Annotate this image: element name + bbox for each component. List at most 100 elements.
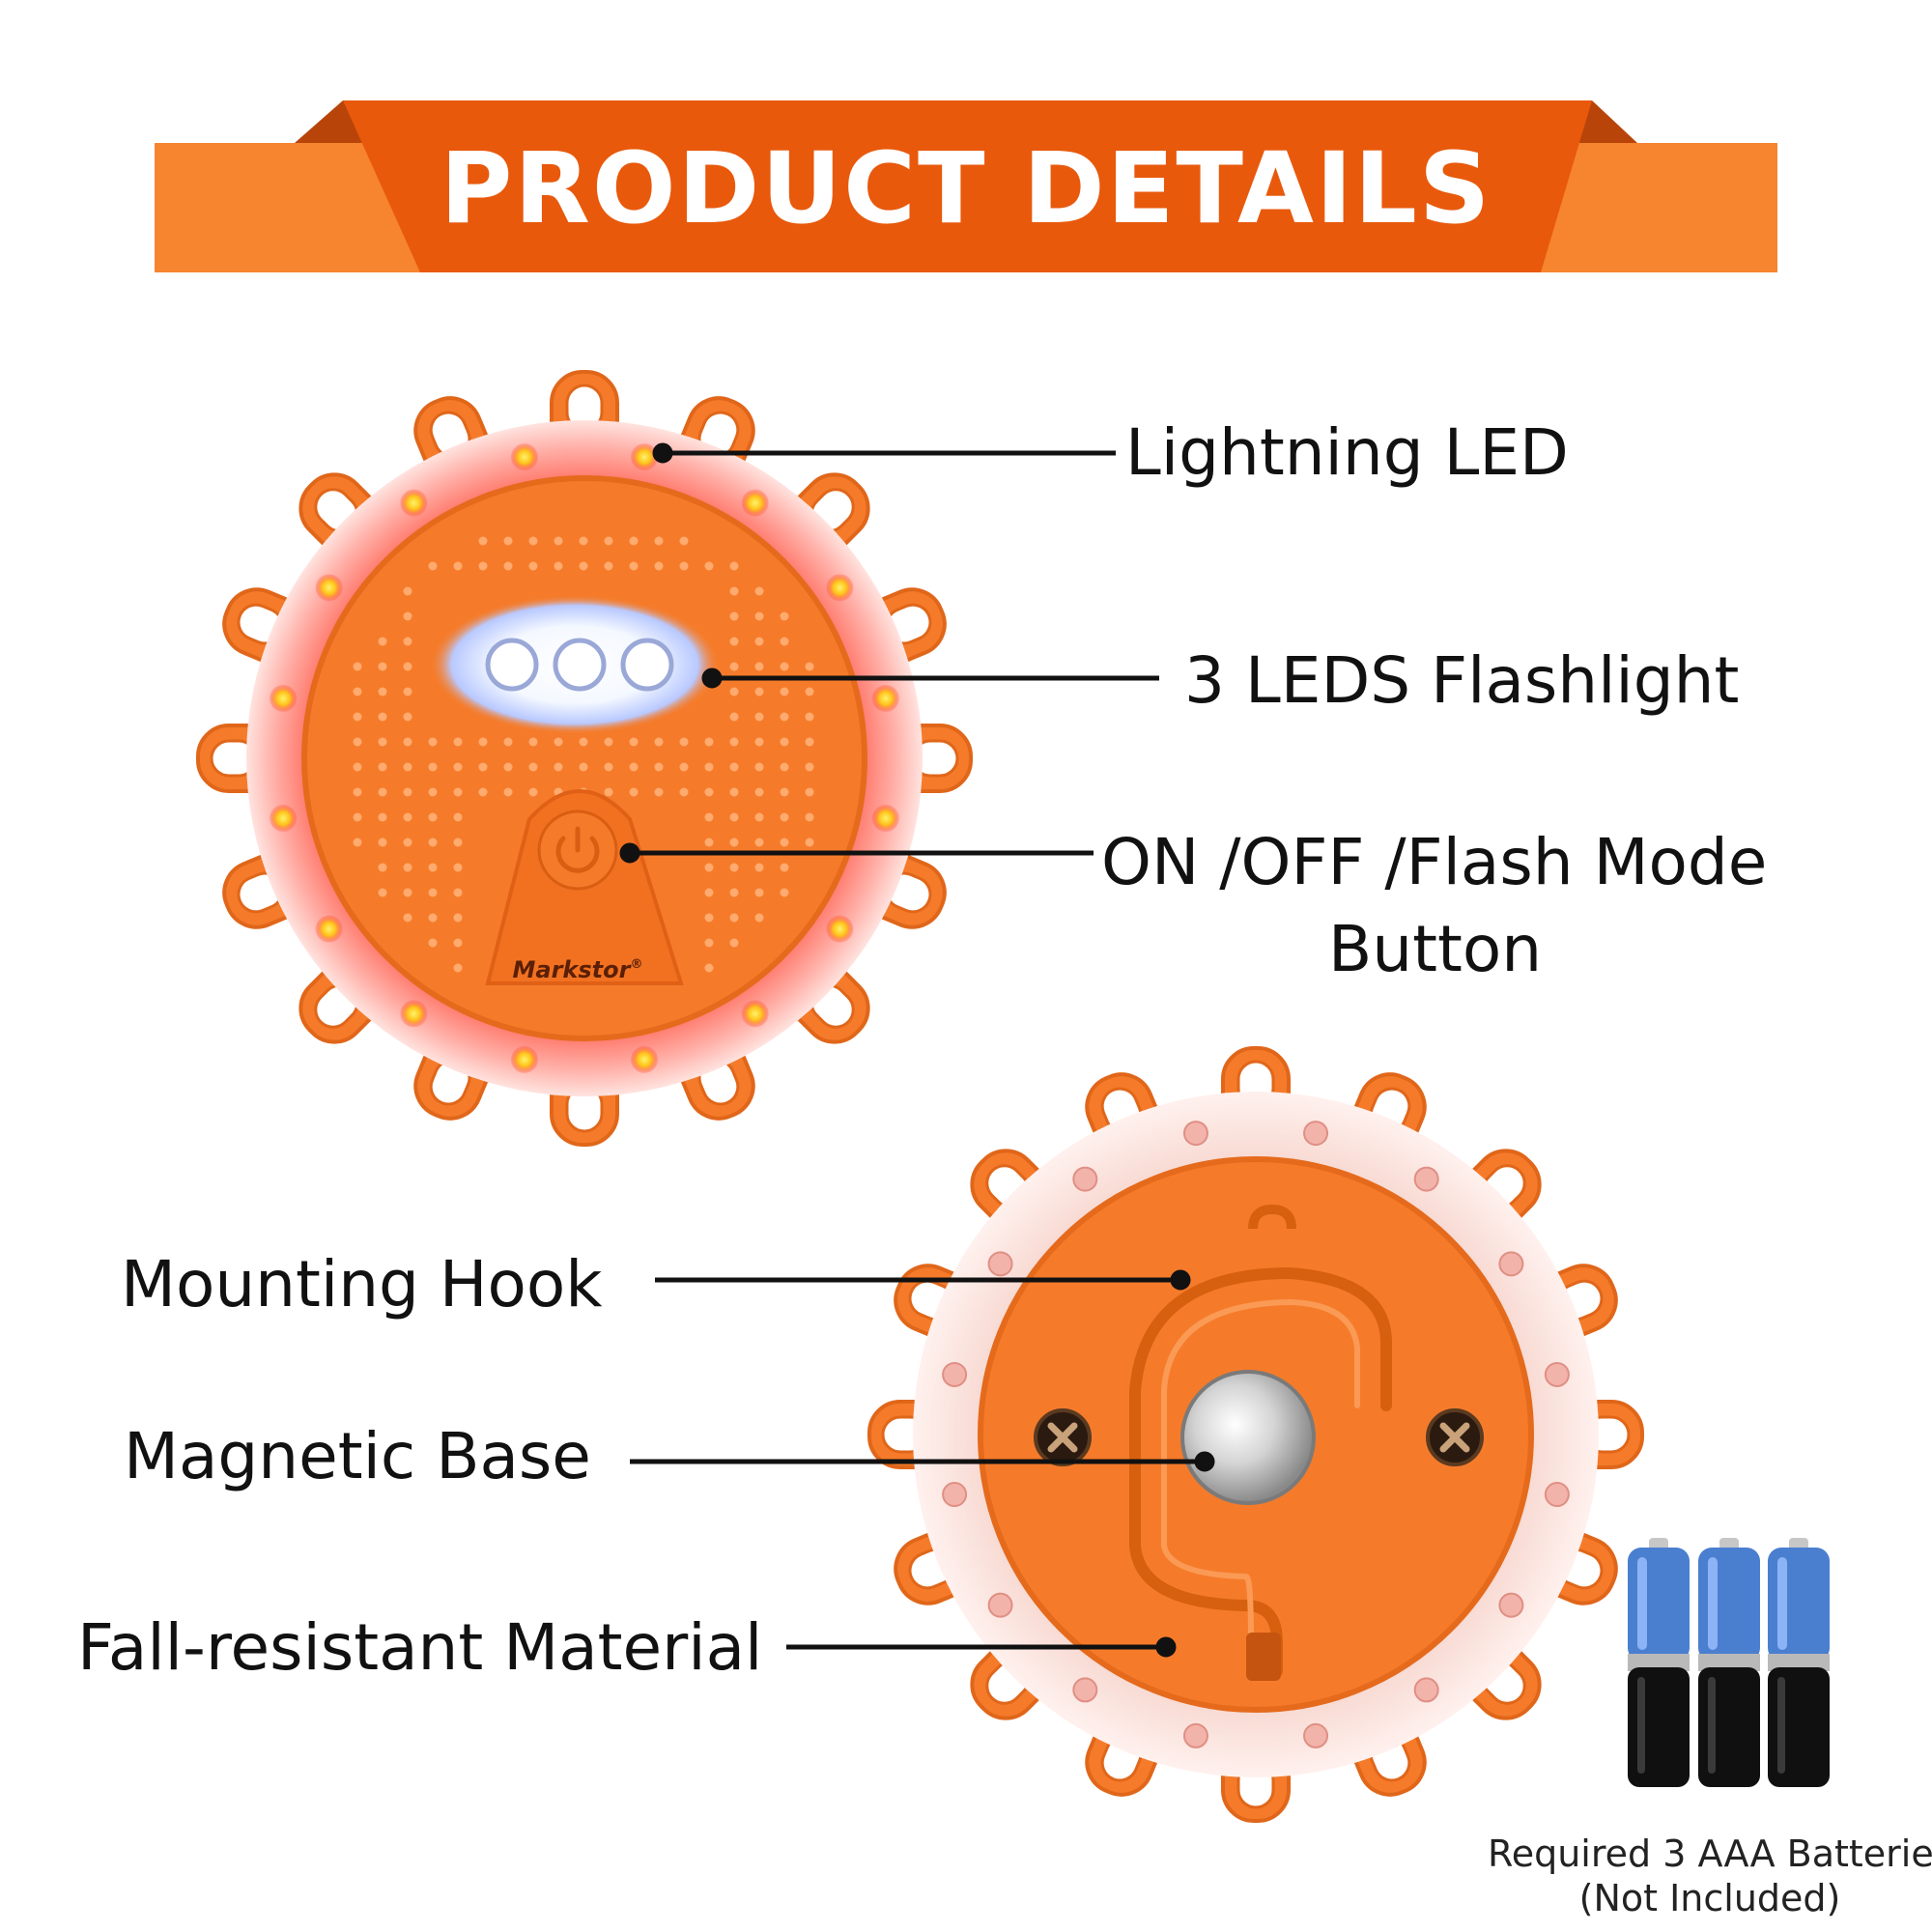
texture-dot (805, 662, 814, 671)
led-icon (871, 805, 899, 833)
texture-dot (554, 762, 563, 772)
flashlight-led (620, 638, 674, 692)
texture-dot (378, 838, 387, 847)
texture-dot (805, 838, 814, 847)
texture-dot (729, 586, 739, 596)
texture-dot (453, 963, 463, 973)
texture-dot (403, 913, 412, 923)
led-icon (942, 1361, 968, 1387)
texture-dot (528, 536, 538, 546)
texture-dot (754, 637, 764, 646)
texture-dot (378, 637, 387, 646)
texture-dot (754, 687, 764, 696)
led-icon (1303, 1121, 1329, 1147)
texture-dot (729, 888, 739, 897)
texture-dot (453, 913, 463, 923)
texture-dot (805, 812, 814, 822)
texture-dot (754, 812, 764, 822)
texture-dot (353, 838, 362, 847)
texture-dot (754, 662, 764, 671)
texture-dot (754, 888, 764, 897)
texture-dot (654, 737, 664, 747)
texture-dot (704, 963, 714, 973)
led-icon (1544, 1482, 1570, 1508)
texture-dot (554, 536, 563, 546)
texture-dot (780, 762, 789, 772)
texture-dot (604, 762, 613, 772)
texture-dot (403, 611, 412, 621)
texture-dot (679, 762, 689, 772)
battery-icon (1768, 1538, 1830, 1787)
texture-dot (704, 888, 714, 897)
texture-dot (729, 712, 739, 722)
led-icon (826, 574, 854, 602)
texture-dot (428, 838, 438, 847)
led-icon (987, 1592, 1013, 1618)
led-icon (1303, 1722, 1329, 1748)
flashlight-led (553, 638, 607, 692)
front-lightning-leds (270, 443, 899, 1073)
texture-dot (629, 561, 639, 571)
texture-dot (805, 712, 814, 722)
power-icon[interactable] (537, 810, 618, 891)
texture-dot (754, 787, 764, 797)
led-icon (400, 489, 428, 517)
texture-dot (428, 787, 438, 797)
texture-dot (704, 762, 714, 772)
texture-dot (704, 838, 714, 847)
texture-dot (780, 637, 789, 646)
texture-dot (729, 812, 739, 822)
texture-dot (754, 586, 764, 596)
texture-dot (780, 687, 789, 696)
texture-dot (805, 687, 814, 696)
texture-dot (403, 637, 412, 646)
texture-dot (679, 787, 689, 797)
led-icon (510, 1045, 538, 1073)
flashlight-led (485, 638, 539, 692)
texture-dot (503, 762, 513, 772)
texture-dot (729, 637, 739, 646)
led-icon (942, 1482, 968, 1508)
texture-dot (403, 888, 412, 897)
texture-dot (654, 561, 664, 571)
led-icon (1413, 1166, 1439, 1192)
texture-dot (780, 838, 789, 847)
texture-dot (378, 863, 387, 872)
texture-dot (729, 611, 739, 621)
texture-dot (478, 536, 488, 546)
led-icon (1182, 1722, 1208, 1748)
texture-dot (729, 938, 739, 948)
texture-dot (403, 762, 412, 772)
texture-dot (579, 737, 588, 747)
texture-dot (780, 611, 789, 621)
label-magnetic-base: Magnetic Base (124, 1419, 591, 1493)
texture-dot (704, 812, 714, 822)
texture-dot (654, 536, 664, 546)
texture-dot (378, 687, 387, 696)
led-icon (1498, 1251, 1524, 1277)
texture-dot (780, 888, 789, 897)
texture-dot (428, 812, 438, 822)
texture-dot (805, 787, 814, 797)
texture-dot (353, 712, 362, 722)
texture-dot (403, 712, 412, 722)
led-icon (315, 915, 343, 943)
texture-dot (729, 762, 739, 772)
texture-dot (704, 561, 714, 571)
texture-dot (754, 737, 764, 747)
brand-logo: Markstor® (513, 956, 643, 983)
texture-dot (780, 812, 789, 822)
led-icon (1072, 1166, 1098, 1192)
texture-dot (403, 863, 412, 872)
texture-dot (478, 762, 488, 772)
led-icon (510, 443, 538, 471)
texture-dot (378, 812, 387, 822)
texture-dot (704, 787, 714, 797)
texture-dot (403, 687, 412, 696)
texture-dot (629, 787, 639, 797)
texture-dot (528, 762, 538, 772)
label-flashlight: 3 LEDS Flashlight (1184, 643, 1740, 718)
front-texture-dots (353, 536, 814, 973)
